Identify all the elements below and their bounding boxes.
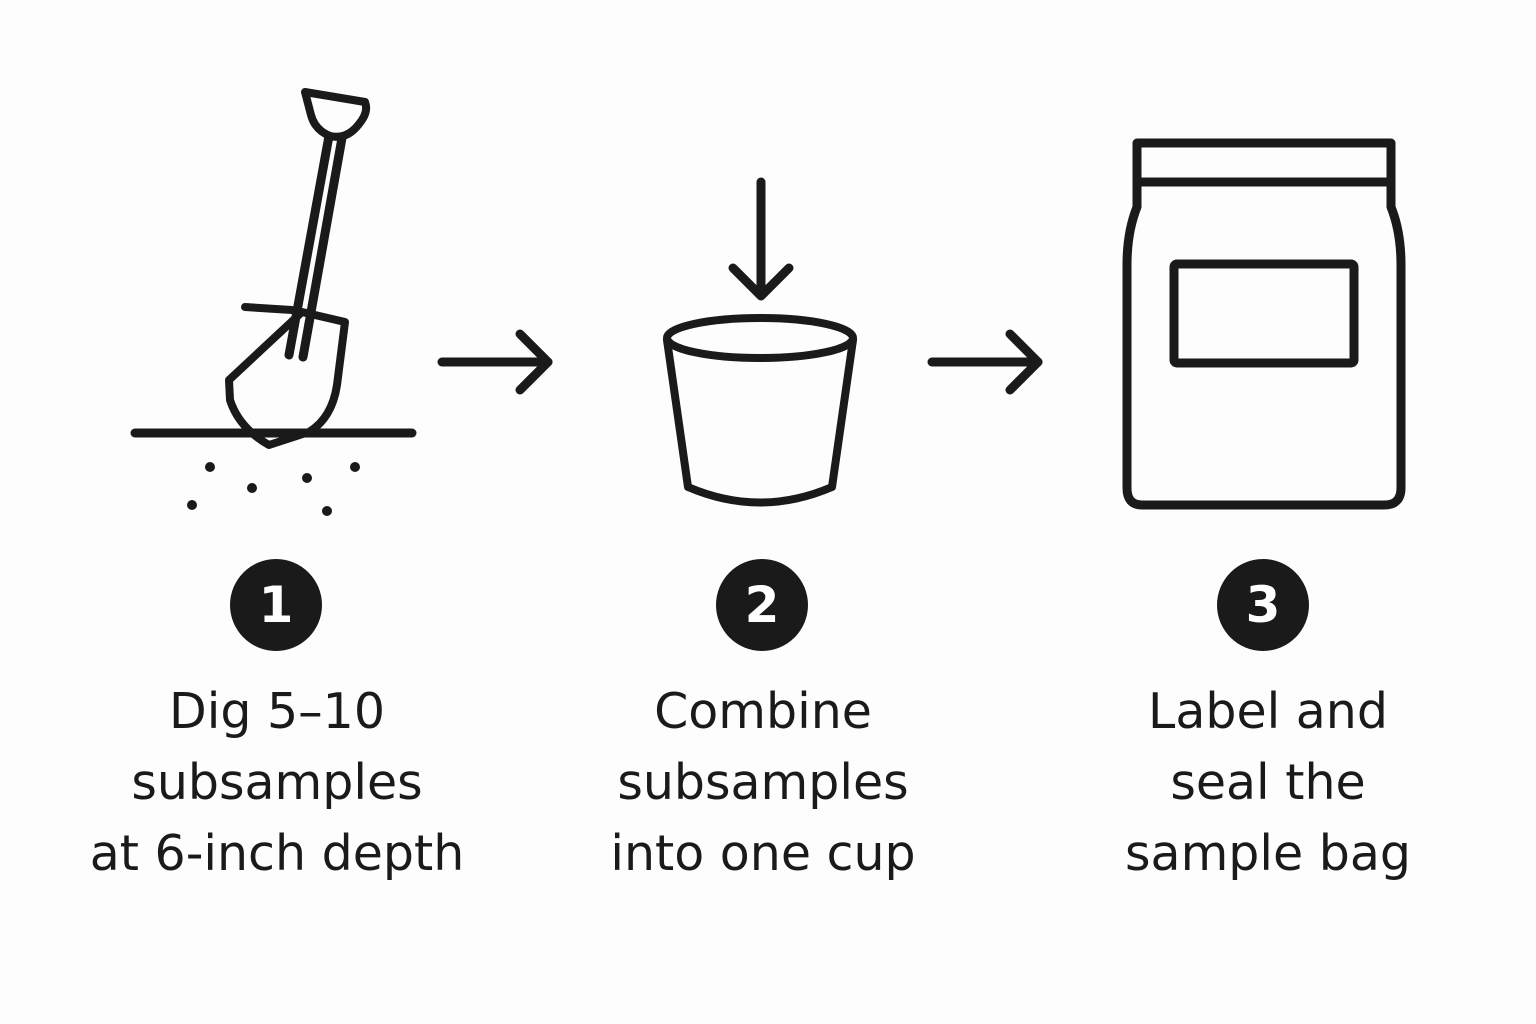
shovel-digging-soil-icon	[130, 88, 417, 516]
caption-line: sample bag	[1125, 825, 1411, 882]
right-arrow-icon	[927, 329, 1043, 395]
caption-line: Dig 5–10	[168, 683, 386, 740]
step-1: 1 Dig 5–10 subsamples at 6-inch depth	[47, 0, 507, 1024]
step-3: 3 Label and seal the sample bag	[1038, 0, 1498, 1024]
caption-line: Label and	[1148, 683, 1388, 740]
caption-line: at 6-inch depth	[89, 825, 465, 882]
caption-line: seal the	[1170, 754, 1366, 811]
step-caption: Dig 5–10 subsamples at 6-inch depth	[47, 676, 507, 889]
labeled-sample-bag-icon	[1122, 138, 1406, 510]
right-arrow-icon	[437, 329, 553, 395]
caption-line: Combine	[654, 683, 872, 740]
caption-line: subsamples	[617, 754, 909, 811]
step-caption: Label and seal the sample bag	[1038, 676, 1498, 889]
step-number-badge: 1	[230, 559, 322, 651]
step-2: 2 Combine subsamples into one cup	[533, 0, 993, 1024]
step-caption: Combine subsamples into one cup	[533, 676, 993, 889]
step-number-badge: 3	[1217, 559, 1309, 651]
cup-with-down-arrow-icon	[663, 177, 857, 507]
caption-line: subsamples	[131, 754, 423, 811]
caption-line: into one cup	[610, 825, 916, 882]
step-number-badge: 2	[716, 559, 808, 651]
